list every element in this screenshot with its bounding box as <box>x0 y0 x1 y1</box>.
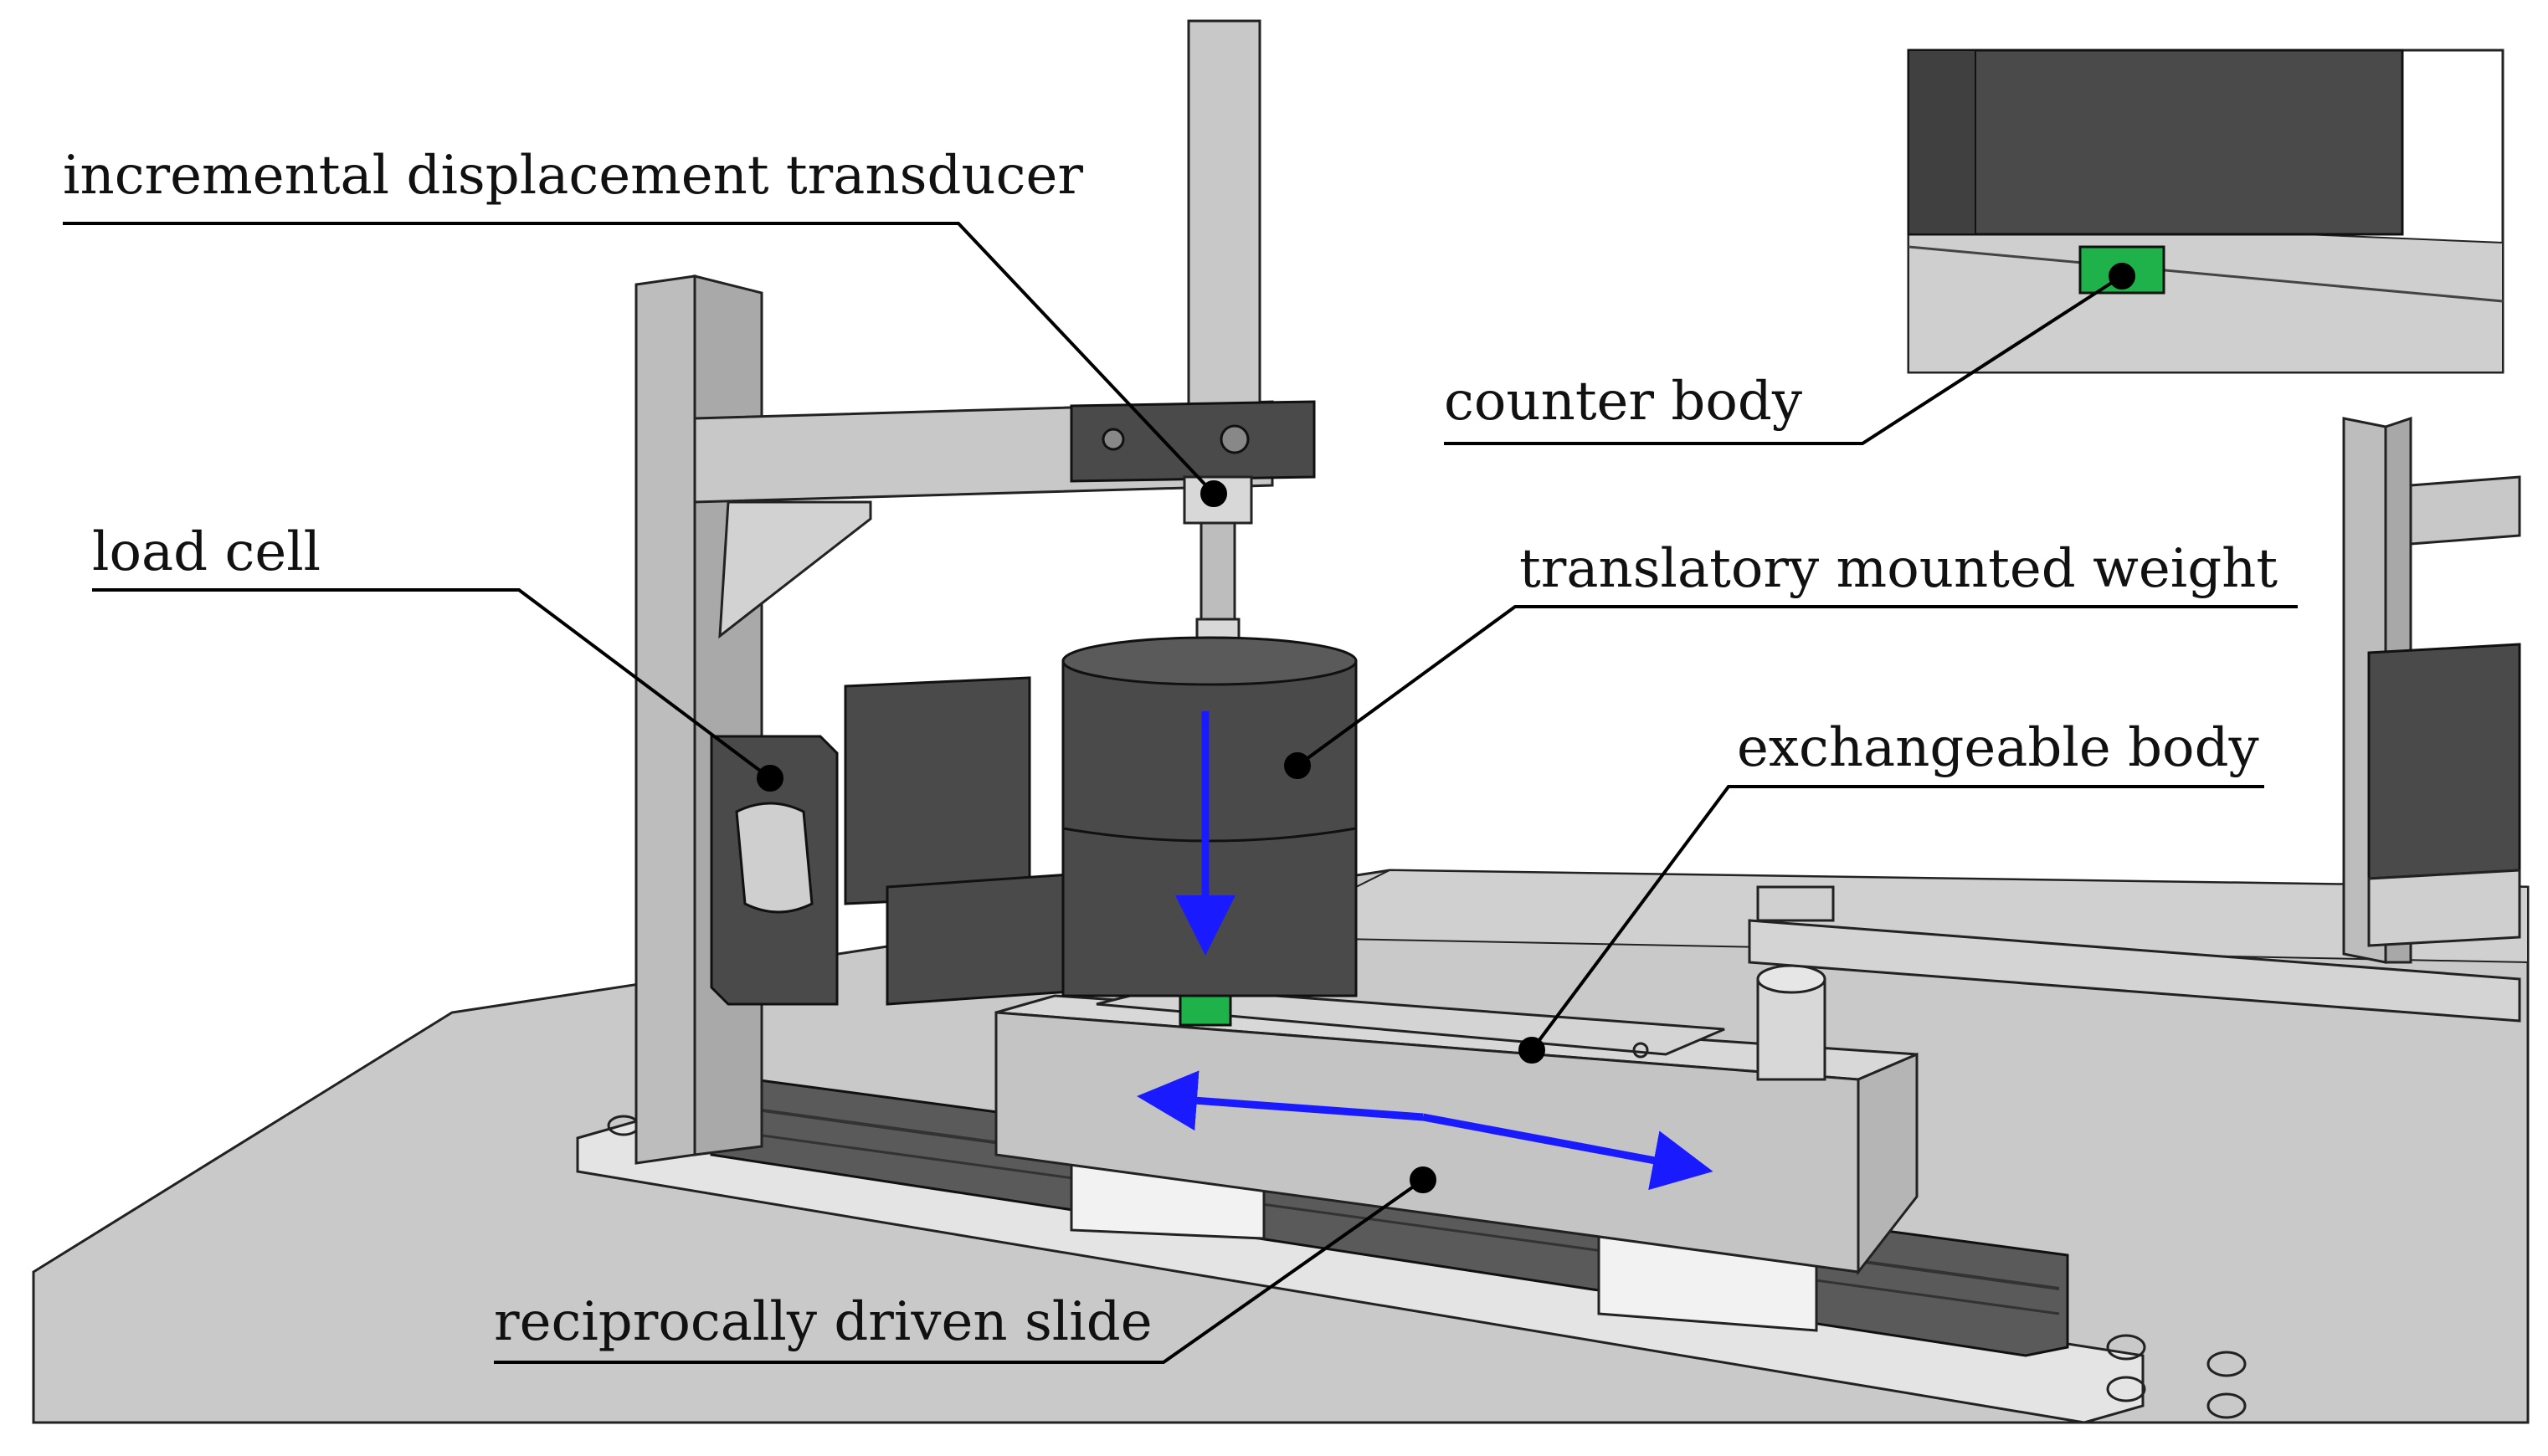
mounting-plate <box>844 676 1031 905</box>
label-counter-body: counter body <box>1444 371 1802 433</box>
leader-reciprocating-slide <box>494 1178 1425 1364</box>
transducer-rod <box>1187 19 1261 416</box>
transducer-probe <box>1183 475 1253 667</box>
cylindrical-weight <box>1061 636 1358 997</box>
label-reciprocally-driven-slide: reciprocally driven slide <box>494 1291 1153 1353</box>
leader-displacement-transducer <box>63 222 1215 495</box>
clamp-block <box>1070 400 1316 483</box>
detail-inset <box>1907 49 2504 374</box>
leader-exchangeable-body <box>1530 785 2264 1052</box>
label-incremental-displacement-transducer: incremental displacement transducer <box>63 145 1083 207</box>
counter-body-pin <box>1179 994 1232 1027</box>
leader-load-cell <box>92 588 772 780</box>
leader-counter-body <box>1444 274 2124 445</box>
label-load-cell: load cell <box>92 521 321 583</box>
load-cell <box>710 735 839 1006</box>
reciprocating-motion-arrow-left <box>1137 1070 1424 1131</box>
leader-lines <box>63 222 2298 1364</box>
label-translatory-mounted-weight: translatory mounted weight <box>1519 538 2278 600</box>
slide-post <box>1756 964 1826 1081</box>
right-background-frame <box>1748 416 2521 1023</box>
leader-translatory-weight <box>1296 605 2298 767</box>
motion-arrows <box>1137 711 1713 1191</box>
label-exchangeable-body: exchangeable body <box>1737 717 2259 779</box>
reciprocating-motion-arrow-right <box>1422 1113 1713 1191</box>
